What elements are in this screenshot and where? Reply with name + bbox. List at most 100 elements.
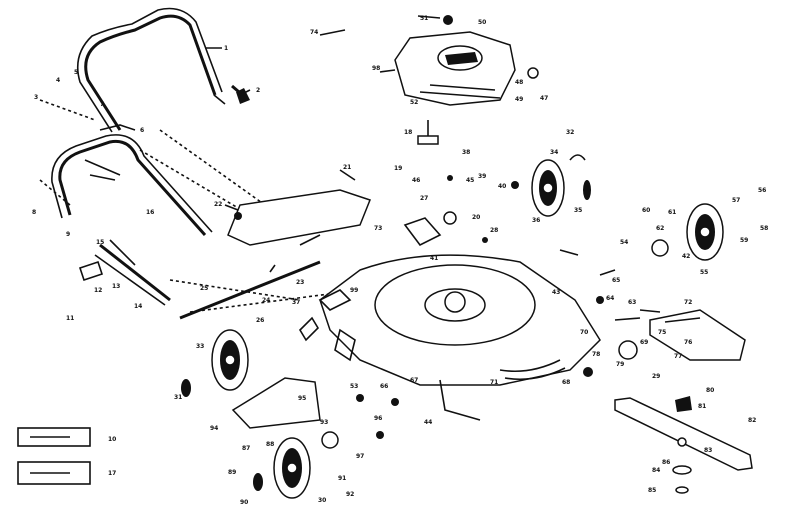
callout-93: 93: [320, 419, 329, 426]
callout-86: 86: [662, 459, 671, 466]
callout-32: 32: [566, 129, 575, 136]
mower-deck: [318, 254, 601, 421]
callout-62: 62: [656, 225, 665, 232]
callout-39: 39: [478, 173, 487, 180]
callout-65: 65: [612, 277, 621, 284]
callout-52: 52: [410, 99, 419, 106]
callout-37: 37: [292, 299, 301, 306]
wheel-right: [651, 203, 724, 261]
callout-50: 50: [478, 19, 487, 26]
callout-79: 79: [616, 361, 625, 368]
callout-95: 95: [298, 395, 307, 402]
callout-75: 75: [658, 329, 667, 336]
callout-23: 23: [296, 279, 305, 286]
guide-lines: [39, 99, 361, 313]
callout-78: 78: [592, 351, 601, 358]
callout-94: 94: [210, 425, 219, 432]
callout-4: 4: [56, 77, 61, 84]
wheel-left: [181, 329, 249, 397]
callout-57: 57: [732, 197, 741, 204]
callout-54: 54: [620, 239, 629, 246]
callout-53: 53: [350, 383, 359, 390]
callout-30: 30: [318, 497, 327, 504]
callout-22: 22: [214, 201, 223, 208]
callout-21: 21: [343, 164, 352, 171]
callout-46: 46: [412, 177, 421, 184]
discharge-chute: [649, 309, 746, 361]
callout-14: 14: [134, 303, 143, 310]
callout-96: 96: [374, 415, 383, 422]
rear-guard: [231, 377, 321, 429]
callout-31: 31: [174, 394, 183, 401]
callout-83: 83: [704, 447, 713, 454]
callout-2: 2: [256, 87, 261, 94]
callout-85: 85: [648, 487, 657, 494]
callout-1: 1: [224, 45, 229, 52]
callout-8: 8: [32, 209, 37, 216]
callout-88: 88: [266, 441, 275, 448]
callout-33: 33: [196, 343, 205, 350]
callout-97: 97: [356, 453, 365, 460]
callout-36: 36: [532, 217, 541, 224]
callout-28: 28: [490, 227, 499, 234]
callout-67: 67: [410, 377, 419, 384]
hardware-parts: [234, 15, 638, 449]
callout-19: 19: [394, 165, 403, 172]
lower-handle: [51, 124, 213, 236]
callout-29: 29: [652, 373, 661, 380]
callout-71: 71: [490, 379, 499, 386]
callout-61: 61: [668, 209, 677, 216]
callout-25: 25: [200, 285, 209, 292]
callout-81: 81: [698, 403, 707, 410]
callout-64: 64: [606, 295, 615, 302]
callout-72: 72: [684, 299, 693, 306]
callout-34: 34: [550, 149, 559, 156]
callout-99: 99: [350, 287, 359, 294]
callout-7: 7: [100, 101, 105, 108]
callout-55: 55: [700, 269, 709, 276]
callout-42: 42: [682, 253, 691, 260]
callout-70: 70: [580, 329, 589, 336]
callout-16: 16: [146, 209, 155, 216]
blade: [614, 396, 753, 494]
engine: [394, 31, 516, 106]
callout-91: 91: [338, 475, 347, 482]
callout-49: 49: [515, 96, 524, 103]
callout-40: 40: [498, 183, 507, 190]
callout-98: 98: [372, 65, 381, 72]
callout-87: 87: [242, 445, 251, 452]
drive-parts: [403, 120, 457, 247]
callout-89: 89: [228, 469, 237, 476]
callout-11: 11: [66, 315, 75, 322]
callout-6: 6: [140, 127, 145, 134]
callout-24: 24: [262, 297, 271, 304]
callout-92: 92: [346, 491, 355, 498]
wheel-rear-right: [531, 159, 591, 217]
callout-68: 68: [562, 379, 571, 386]
height-adjuster: [78, 239, 171, 306]
callout-5: 5: [74, 69, 79, 76]
callout-48: 48: [515, 79, 524, 86]
rear-cover: [227, 189, 371, 246]
callout-74: 74: [310, 29, 319, 36]
callout-77: 77: [674, 353, 683, 360]
callout-59: 59: [740, 237, 749, 244]
callout-43: 43: [552, 289, 561, 296]
callout-63: 63: [628, 299, 637, 306]
callout-47: 47: [540, 95, 549, 102]
leader-lines: [205, 15, 661, 321]
callout-27: 27: [420, 195, 429, 202]
callout-76: 76: [684, 339, 693, 346]
callout-84: 84: [652, 467, 661, 474]
callout-58: 58: [760, 225, 769, 232]
callout-60: 60: [642, 207, 651, 214]
callout-69: 69: [640, 339, 649, 346]
callout-26: 26: [256, 317, 265, 324]
callout-80: 80: [706, 387, 715, 394]
callout-90: 90: [240, 499, 249, 506]
callout-18: 18: [404, 129, 413, 136]
callout-20: 20: [472, 214, 481, 221]
callout-35: 35: [574, 207, 583, 214]
